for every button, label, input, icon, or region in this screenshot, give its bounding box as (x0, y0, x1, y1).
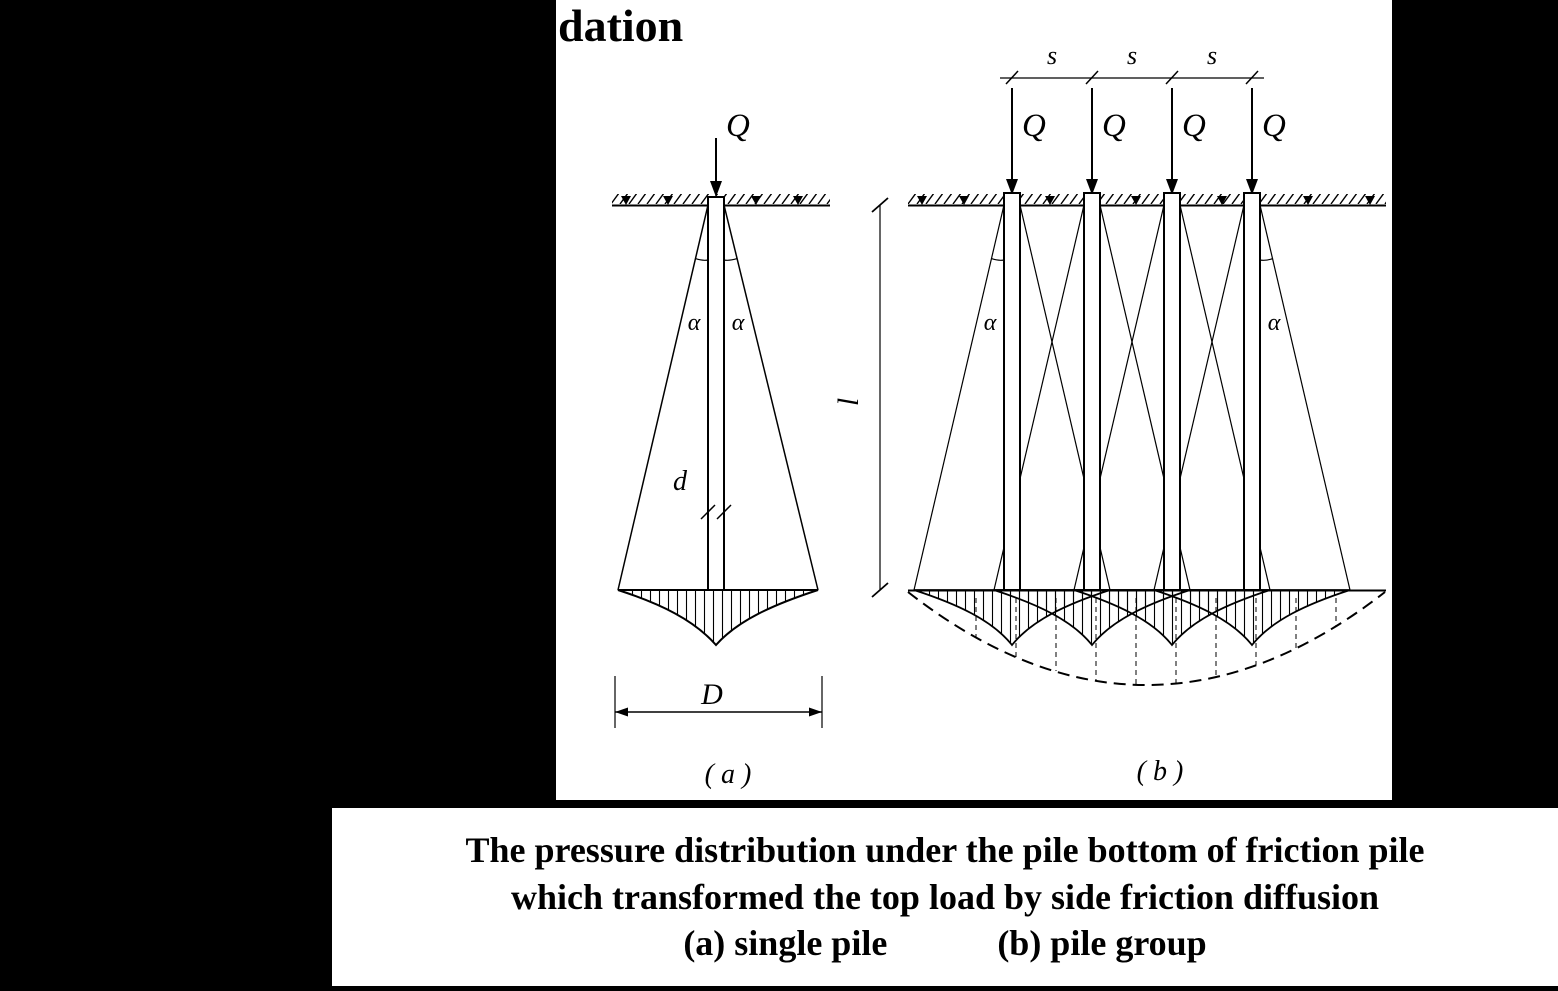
diameter-tick-left (700, 504, 716, 520)
load-label-q: Q (726, 108, 750, 144)
angle-label-alpha-right: α (732, 310, 745, 336)
caption-item-a: (a) single pile (683, 923, 888, 964)
angle-arc-right (723, 258, 738, 261)
subfigure-label-b: ( b ) (1137, 756, 1184, 787)
pile-length-dimension: l (832, 197, 889, 598)
pile-diameter-label-d: d (673, 466, 688, 497)
group-load-arrows: Q Q Q Q (1006, 88, 1286, 195)
group-angle-label-alpha-right: α (1268, 310, 1281, 336)
spacing-label-s-2: s (1127, 41, 1137, 70)
base-width-label-D: D (700, 678, 723, 711)
single-pile-diagram: Q α α (612, 108, 830, 790)
pile-length-label-l: l (832, 398, 865, 406)
base-width-dimension: D (614, 676, 823, 728)
caption-subfigures: (a) single pile (b) pile group (683, 920, 1206, 967)
group-angle-label-alpha-left: α (984, 310, 997, 336)
combined-pressure-envelope (907, 591, 1386, 686)
group-load-label-q-3: Q (1182, 108, 1206, 144)
group-load-label-q-2: Q (1102, 108, 1126, 144)
pile-pressure-diagram: Q α α (612, 41, 1386, 790)
angle-label-alpha-left: α (688, 310, 701, 336)
slide-title-fragment: dation (558, 0, 684, 51)
diffusion-line-right (723, 204, 819, 591)
group-load-label-q-4: Q (1262, 108, 1286, 144)
envelope-dashed-hatch (975, 598, 1337, 685)
group-pressure-bulbs (913, 589, 1351, 647)
group-angle-arc-right (1259, 258, 1274, 261)
pile-group-diagram: s s s Q Q Q Q (832, 41, 1386, 787)
diffusion-line-left (617, 204, 709, 591)
figure-caption: The pressure distribution under the pile… (332, 808, 1558, 986)
subfigure-label-a: ( a ) (705, 759, 752, 790)
caption-line-1: The pressure distribution under the pile… (465, 829, 1425, 870)
spacing-label-s-3: s (1207, 41, 1217, 70)
spacing-dimension: s s s (1000, 41, 1264, 85)
pile-a (707, 196, 725, 591)
spacing-label-s-1: s (1047, 41, 1057, 70)
caption-line-2: which transformed the top load by side f… (510, 876, 1380, 917)
pressure-bulb-a (617, 589, 819, 647)
group-diffusion-lines (913, 204, 1351, 591)
group-load-label-q-1: Q (1022, 108, 1046, 144)
figure-panel: dation Q (556, 0, 1392, 800)
angle-arc-left (695, 258, 709, 261)
group-piles (1003, 192, 1261, 591)
caption-item-b: (b) pile group (997, 923, 1207, 964)
ground-surface-b (908, 194, 1386, 207)
group-angle-arc-left (991, 258, 1005, 261)
diameter-tick-right (716, 504, 732, 520)
